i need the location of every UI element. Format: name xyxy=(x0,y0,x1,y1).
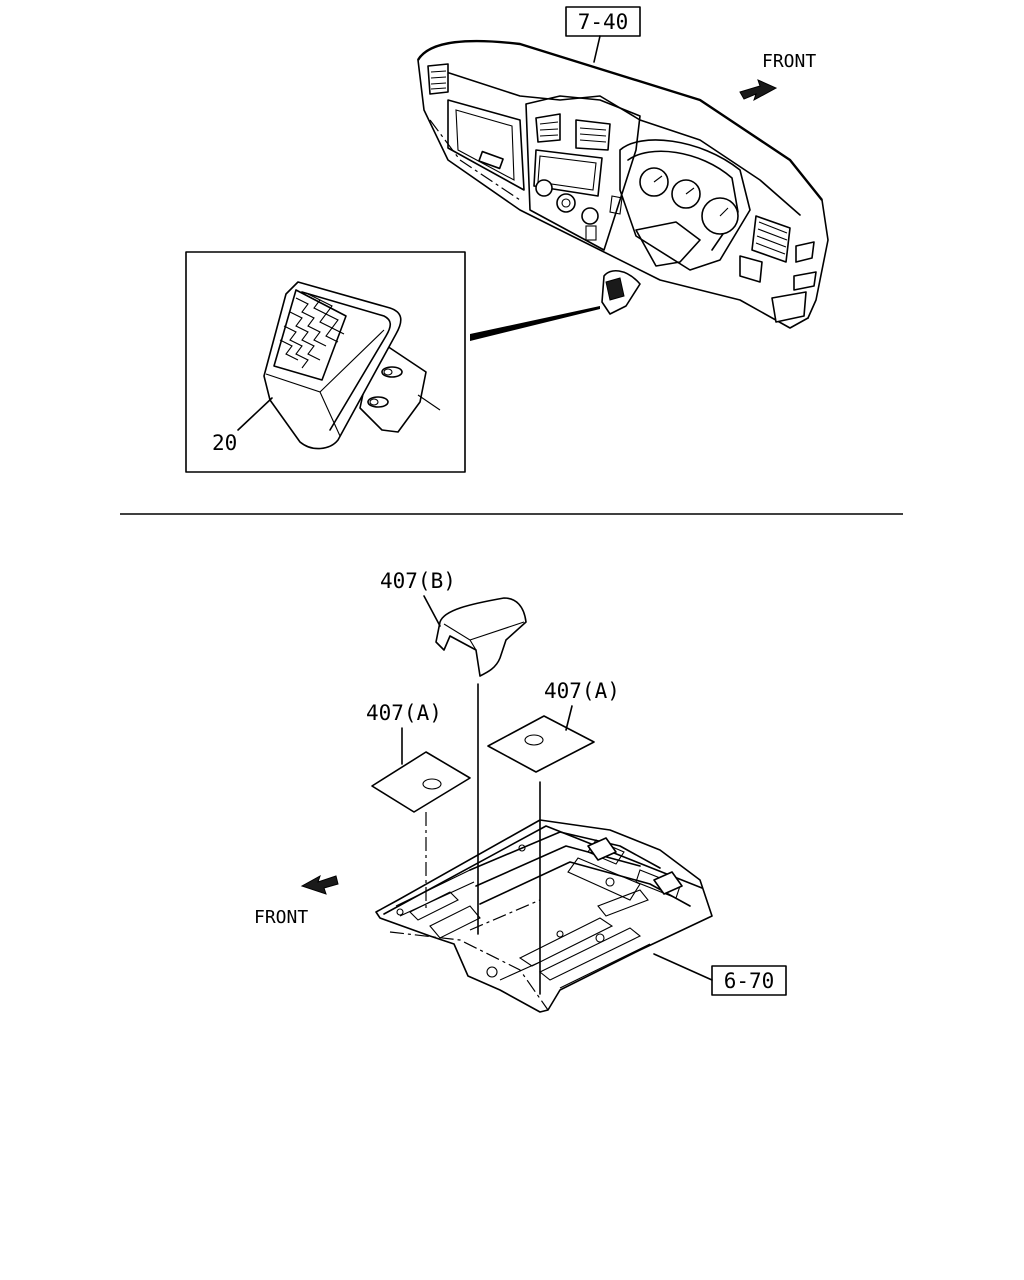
dashboard-assembly xyxy=(416,39,829,329)
pad-407a-right: 407(A) xyxy=(487,679,620,995)
detail-leader xyxy=(470,306,600,341)
part-label-20: 20 xyxy=(212,431,237,455)
arrow-right-icon xyxy=(739,79,778,102)
floor-panel-assembly xyxy=(375,819,713,1013)
pad-407a-left: 407(A) xyxy=(366,701,471,910)
part-label-407b: 407(B) xyxy=(380,569,456,593)
ref-box-7-40: 7-40 xyxy=(565,6,641,63)
ref-label-7-40: 7-40 xyxy=(578,10,629,34)
detail-box-part-20: 20 xyxy=(185,251,600,473)
front-label-bottom: FRONT xyxy=(254,907,308,928)
front-label-top: FRONT xyxy=(762,51,816,72)
part-label-407a-left: 407(A) xyxy=(366,701,442,725)
stud-icon xyxy=(367,366,403,408)
part-label-407a-right: 407(A) xyxy=(544,679,620,703)
arrow-left-icon xyxy=(300,874,339,895)
front-arrow-bottom: FRONT xyxy=(254,874,339,928)
front-arrow-top: FRONT xyxy=(739,51,816,102)
pad-407b: 407(B) xyxy=(380,569,527,935)
ref-box-6-70: 6-70 xyxy=(653,953,787,996)
ref-label-6-70: 6-70 xyxy=(724,969,775,993)
